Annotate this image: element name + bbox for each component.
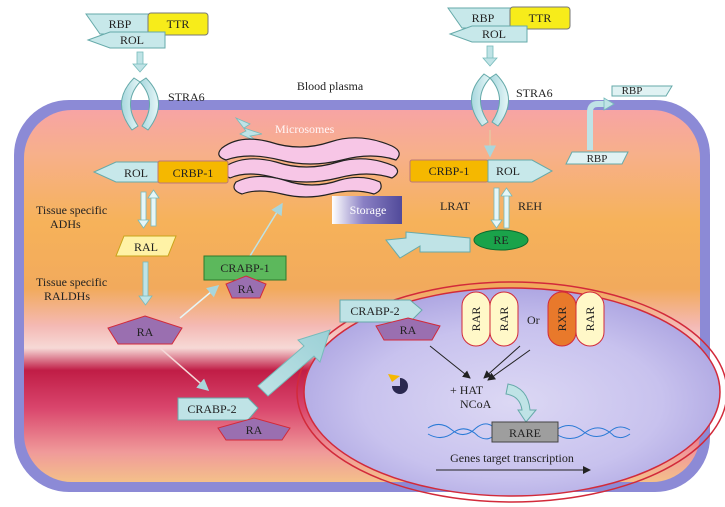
ra-label: RA [400,323,417,337]
ttr-label: TTR [529,11,552,25]
arrow-ra-to-complex [429,345,471,379]
rbp-label: RBP [109,17,132,31]
ncoa-label: NCoA [460,397,492,411]
arrow-ral-to-ra [138,261,153,306]
tissue-adhs-label-1: Tissue specific [36,203,107,217]
rare-element: RARE [491,421,559,443]
blood-plasma-label: Blood plasma [297,79,364,93]
stra6-right-label: STRA6 [516,86,553,100]
rar-label: RAR [583,307,597,332]
rar-rar-dimer: RAR RAR [461,291,519,347]
tissue-raldhs-label-1: Tissue specific [36,275,107,289]
stra6-left-label: STRA6 [168,90,205,104]
coactivator-icon [388,374,408,394]
arrow-plasma-to-stra6-right [482,45,498,67]
rol-label: ROL [124,166,148,180]
rbp-rol-ttr-complex-left: RBP TTR ROL [85,12,209,49]
re-to-storage-arrow [385,231,471,259]
rbp-exit: RBP RBP [565,85,673,165]
rol-label: ROL [482,27,506,41]
ra-label: RA [137,325,154,339]
ra-label: RA [246,423,263,437]
arrow-to-rare [505,383,538,423]
rare-label: RARE [509,426,541,440]
ttr-label: TTR [167,17,190,31]
ral-molecule: RAL [115,235,177,257]
dna-strand [427,423,631,440]
re-molecule: RE [473,229,529,251]
crbp1-label: CRBP-1 [173,166,214,180]
hat-label: + HAT [450,383,484,397]
rbp-exit-bottom-label: RBP [587,153,608,165]
rol-label: ROL [120,33,144,47]
genes-transcription-label: Genes target transcription [450,451,574,465]
arrow-rar-to-complex-2 [487,349,531,381]
or-label: Or [527,313,540,327]
crbp1-rol-right: CRBP-1 ROL [409,159,554,183]
microsomes-label: Microsomes [275,122,335,136]
rol-re-conversion-arrows [490,187,513,229]
rbp-exit-top-label: RBP [622,85,643,97]
crabp2-label: CRABP-2 [187,402,236,416]
arrow-rar-to-complex [483,345,521,379]
microsomes-organelle [218,137,400,198]
rbp-label: RBP [472,11,495,25]
tissue-adhs-label-2: ADHs [50,217,81,231]
rar-label: RAR [469,307,483,332]
ral-label: RAL [134,240,158,254]
crbp1-label: CRBP-1 [429,164,470,178]
stra6-receptor-left [121,77,159,131]
reh-label: REH [518,199,542,213]
rol-label: ROL [496,164,520,178]
crabp2-label: CRABP-2 [350,304,399,318]
lrat-label: LRAT [440,199,471,213]
storage-box: Storage [332,196,402,224]
arrow-crabp1-to-microsomes [249,202,283,257]
rxr-rar-dimer: RXR RAR [547,291,605,347]
rar-label: RAR [497,307,511,332]
rbp-rol-ttr-complex-right: RBP TTR ROL [447,6,571,43]
crabp1-ra-complex: CRABP-1 RA [203,255,287,299]
arrow-ra-to-crabp2 [159,347,210,391]
storage-label: Storage [350,203,387,217]
rol-ral-conversion-arrows [137,189,160,229]
crabp2-ra-complex-cytoplasm: CRABP-2 RA [177,397,291,441]
nucleus-outer [296,281,725,503]
tissue-raldhs-label-2: RALDHs [44,289,90,303]
ra-label: RA [238,282,255,296]
ra-molecule-free: RA [107,315,183,345]
arrow-ra-to-crabp1 [179,285,220,319]
arrow-plasma-to-stra6-left [132,51,148,73]
re-label: RE [493,233,508,247]
crabp1-label: CRABP-1 [220,261,269,275]
stra6-receptor-right [471,73,509,127]
crabp2-ra-complex-nucleus: CRABP-2 RA [339,299,441,341]
lightning-icon [234,117,263,143]
arrow-crabp2-to-nucleus [257,329,331,397]
rxr-label: RXR [555,307,569,332]
rol-crbp1-left: ROL CRBP-1 [92,160,229,184]
